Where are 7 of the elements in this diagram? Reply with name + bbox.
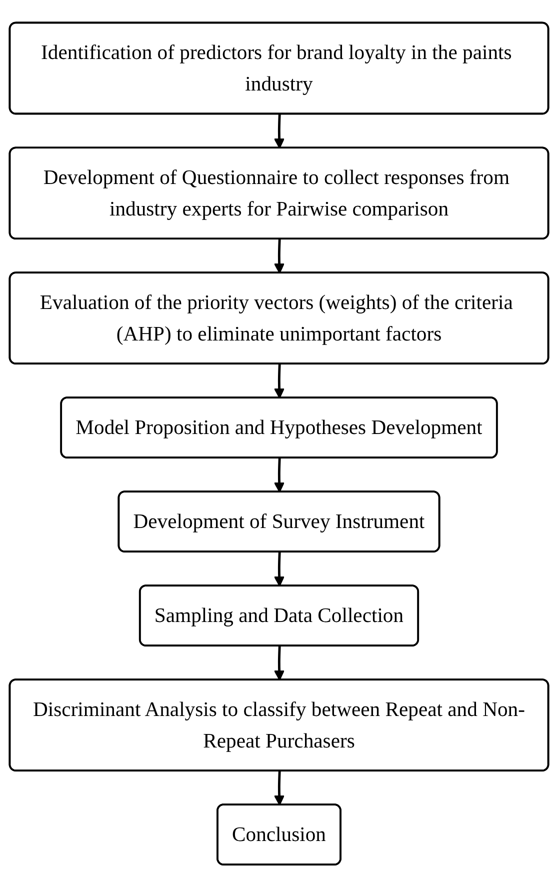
arrow xyxy=(274,240,285,274)
arrow xyxy=(274,458,285,493)
arrow xyxy=(274,114,285,150)
arrow xyxy=(274,552,285,588)
arrow xyxy=(274,646,285,682)
arrow xyxy=(274,364,285,399)
arrow xyxy=(274,771,285,806)
